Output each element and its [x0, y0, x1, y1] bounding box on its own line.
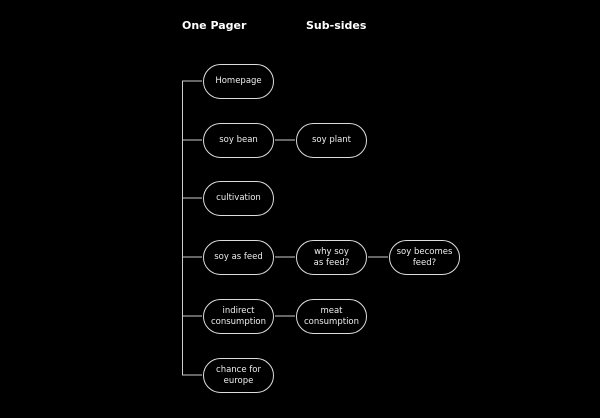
node-why-soy-as-feed[interactable]: why soy as feed?	[296, 240, 367, 275]
node-chance-for-europe[interactable]: chance for europe	[203, 358, 274, 393]
node-soy-becomes-feed[interactable]: soy becomes feed?	[389, 240, 460, 275]
node-soy-bean[interactable]: soy bean	[203, 123, 274, 158]
node-cultivation[interactable]: cultivation	[203, 181, 274, 216]
node-meat-consumption[interactable]: meat consumption	[296, 299, 367, 334]
header-sub-sides: Sub-sides	[306, 19, 367, 32]
node-homepage[interactable]: Homepage	[203, 64, 274, 99]
node-soy-as-feed[interactable]: soy as feed	[203, 240, 274, 275]
node-soy-plant[interactable]: soy plant	[296, 123, 367, 158]
node-indirect-consumption[interactable]: indirect consumption	[203, 299, 274, 334]
header-one-pager: One Pager	[182, 19, 247, 32]
